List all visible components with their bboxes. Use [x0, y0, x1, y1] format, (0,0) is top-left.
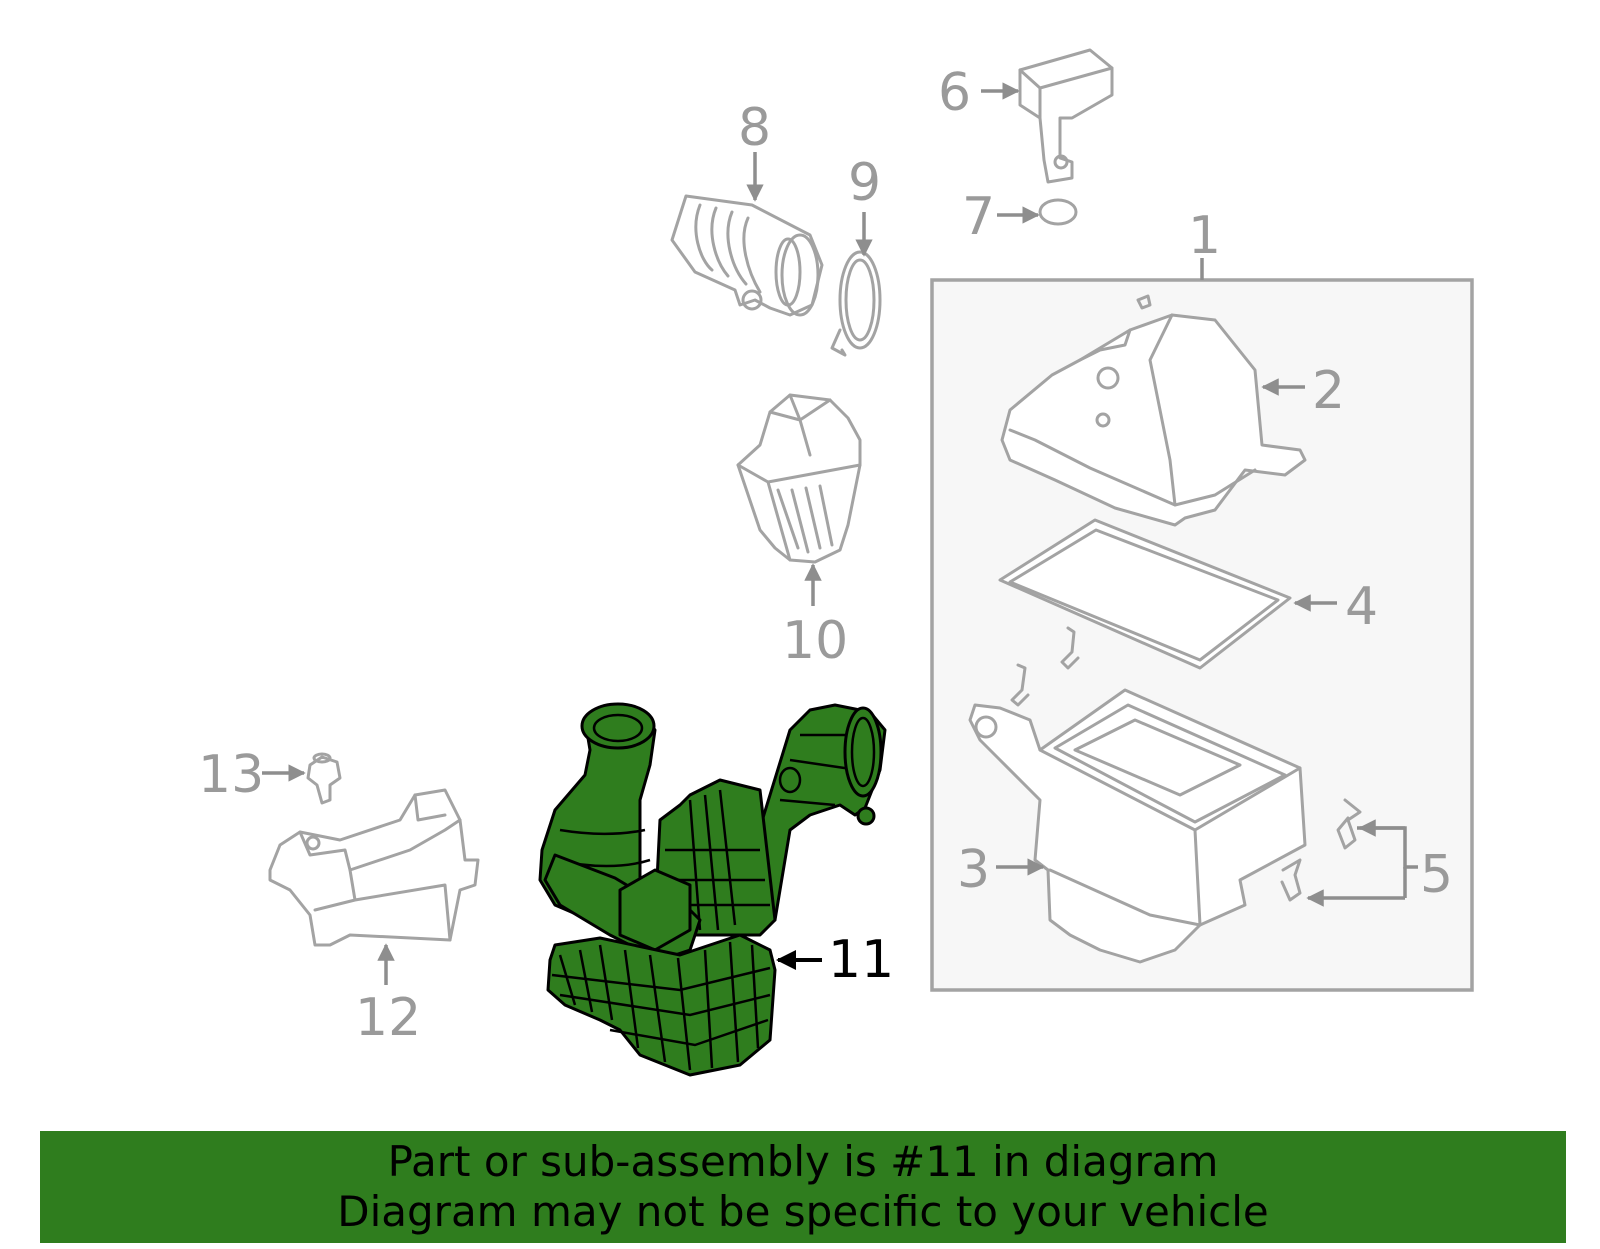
part-2-cover[interactable] — [1000, 294, 1307, 527]
callout-1: 1 — [1188, 206, 1221, 266]
clip-icon — [1010, 663, 1030, 707]
callout-9: 9 — [848, 153, 881, 213]
part-8-intake-hose[interactable] — [670, 194, 824, 317]
part-12-bracket[interactable] — [268, 788, 480, 947]
part-4-filter[interactable] — [998, 518, 1292, 670]
part-9-clamp[interactable] — [830, 250, 882, 357]
banner-line-1: Part or sub-assembly is #11 in diagram — [387, 1137, 1219, 1186]
part-3-housing[interactable] — [968, 688, 1307, 964]
part-7-o-ring[interactable] — [1038, 198, 1078, 226]
callout-6: 6 — [938, 63, 971, 123]
info-banner: Part or sub-assembly is #11 in diagram D… — [40, 1131, 1566, 1243]
callout-3: 3 — [957, 840, 990, 900]
banner-line-2: Diagram may not be specific to your vehi… — [337, 1187, 1269, 1236]
callout-10: 10 — [782, 611, 848, 671]
part-5-clip-icon[interactable] — [1280, 858, 1302, 902]
part-10-resonator[interactable] — [736, 393, 862, 564]
part-11-air-duct[interactable] — [538, 702, 887, 1077]
callout-7: 7 — [962, 187, 995, 247]
callout-2: 2 — [1312, 361, 1345, 421]
callout-12: 12 — [355, 988, 421, 1048]
clip-icon — [1060, 626, 1080, 670]
part-6-sensor[interactable] — [1018, 48, 1114, 184]
callout-5: 5 — [1420, 845, 1453, 905]
part-5-clip-icon[interactable] — [1336, 798, 1362, 850]
part-13-bolt[interactable] — [306, 752, 342, 805]
callout-13: 13 — [198, 745, 264, 805]
callout-8: 8 — [738, 98, 771, 158]
callout-4: 4 — [1345, 577, 1378, 637]
callout-11: 11 — [828, 930, 894, 990]
